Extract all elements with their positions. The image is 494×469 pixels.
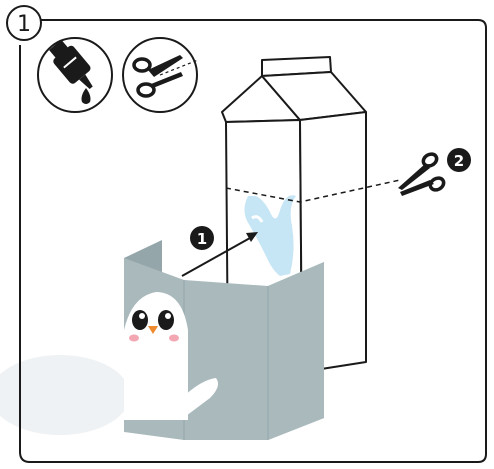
marker-1-label: 1	[197, 230, 207, 248]
scissors-cut-icon	[123, 38, 198, 112]
step-number-badge: 1	[7, 6, 41, 40]
marker-2-label: 2	[454, 152, 464, 170]
glue-bottle-icon	[38, 36, 112, 112]
marker-1: 1	[190, 226, 214, 250]
marker-2: 2	[447, 148, 471, 172]
scissors-icon	[398, 152, 446, 196]
step-number: 1	[17, 12, 31, 37]
